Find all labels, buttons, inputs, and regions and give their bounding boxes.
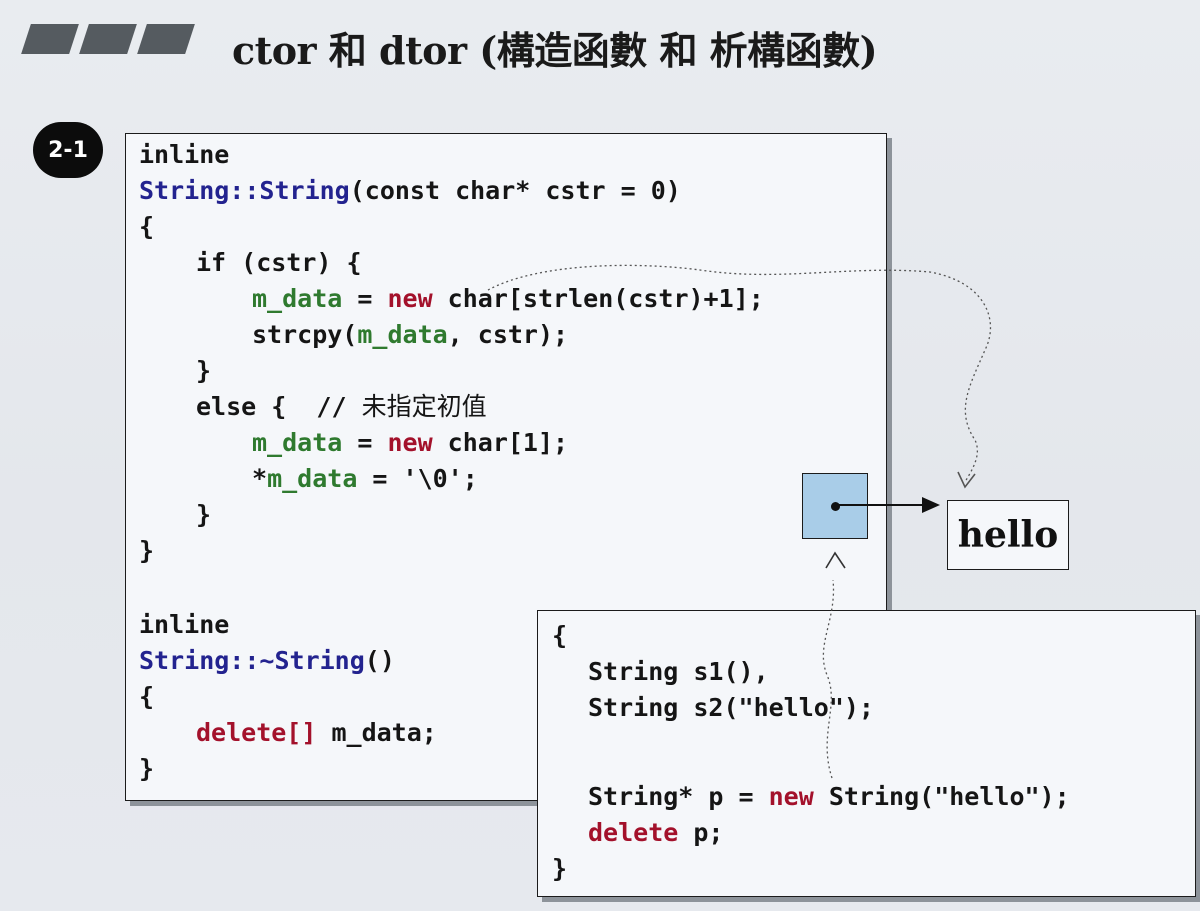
- code-line: {: [139, 212, 155, 241]
- section-badge: 2-1: [33, 122, 103, 178]
- code-line: }: [552, 854, 568, 883]
- code-line: }: [196, 356, 212, 385]
- pointer-box: [802, 473, 868, 539]
- code-line: m_data = new char[strlen(cstr)+1];: [252, 284, 764, 313]
- code-line: String::~String(): [139, 646, 395, 675]
- code-line: else { // 未指定初值: [196, 392, 487, 421]
- code-line: strcpy(m_data, cstr);: [252, 320, 569, 349]
- slide-title: ctor 和 dtor (構造函數 和 析構函數): [232, 28, 878, 73]
- code-line: m_data = new char[1];: [252, 428, 569, 457]
- pointer-arrow-head: [922, 497, 940, 513]
- code-line: inline: [139, 140, 230, 169]
- code-line: }: [196, 500, 212, 529]
- handwritten-arrowhead: [957, 471, 976, 489]
- code-line: String::String(const char* cstr = 0): [139, 176, 681, 205]
- code-line: }: [139, 536, 155, 565]
- code-line: delete p;: [588, 818, 724, 847]
- code-line: String s1(),: [588, 657, 769, 686]
- decor-bar: [137, 24, 195, 54]
- code-line: *m_data = '\0';: [252, 464, 478, 493]
- code-line: inline: [139, 610, 230, 639]
- code-line: {: [139, 682, 155, 711]
- code-line: }: [139, 754, 155, 783]
- code-comment: 未指定初值: [361, 392, 487, 421]
- code-line: delete[] m_data;: [196, 718, 437, 747]
- decor-bar: [79, 24, 137, 54]
- title-decoration: [18, 24, 195, 54]
- code-line: String s2("hello");: [588, 693, 874, 722]
- heap-string-box: hello: [947, 500, 1069, 570]
- pointer-dot: [831, 502, 840, 511]
- code-line: if (cstr) {: [196, 248, 362, 277]
- decor-bar: [21, 24, 79, 54]
- code-line: {: [552, 621, 568, 650]
- code-line: String* p = new String("hello");: [588, 782, 1070, 811]
- usage-code-box: { String s1(), String s2("hello"); Strin…: [537, 610, 1196, 897]
